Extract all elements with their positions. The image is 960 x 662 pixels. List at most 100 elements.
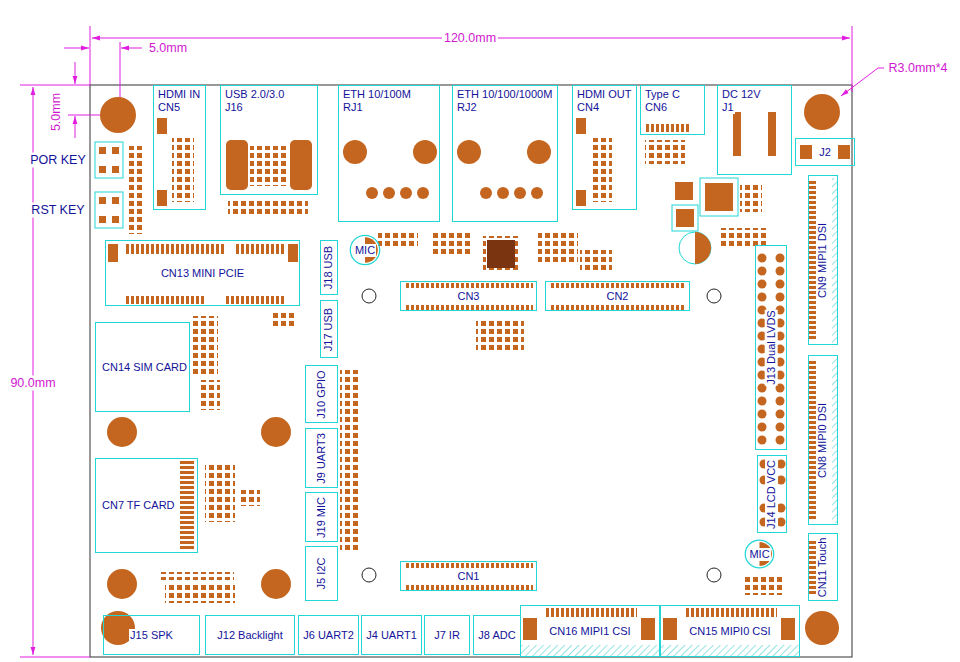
dimension-line [33, 87, 34, 655]
smd-pads [165, 585, 235, 603]
mounting-hole [100, 94, 840, 645]
header-pins [776, 423, 785, 432]
mic-outline [745, 540, 774, 568]
dimension-line [75, 62, 76, 84]
key-switch [95, 142, 123, 228]
smd-pads [240, 490, 260, 506]
key-pad [112, 147, 119, 154]
component-label: J14 LCD VCC [766, 458, 779, 529]
connector-pins [125, 244, 225, 254]
component-label: CN9 MIPI1 DSI [817, 221, 830, 298]
component-label: CN11 Touch [817, 536, 830, 598]
fiducial-hole [362, 289, 721, 582]
connector-outline: J19 MIC [305, 492, 338, 542]
connector-outline: ETH 10/100MRJ1 [338, 85, 440, 222]
smd-pads [430, 232, 470, 256]
power-parts [675, 182, 693, 200]
dimension-line [20, 657, 90, 658]
mounting-hole [107, 569, 137, 599]
header-pins [758, 397, 767, 406]
connector-pins [125, 296, 205, 304]
fiducial-hole [362, 568, 376, 582]
connector-outline: CN9 MIPI1 DSI [808, 175, 838, 345]
smd-pads [205, 462, 235, 522]
smd-pads [580, 250, 612, 270]
connector-outline: USB 2.0/3.0J16 [220, 85, 318, 195]
connector-body [108, 244, 118, 262]
mic-outline [350, 235, 379, 264]
power-parts [672, 205, 698, 231]
connector-outline: CN13 MINI PCIE [105, 240, 300, 306]
mounting-hole [804, 94, 840, 130]
component-label: J13 Dual LVDS [765, 309, 778, 385]
smd-pads [645, 140, 685, 164]
connector-outline: CN2 [545, 281, 690, 311]
connector-body [838, 145, 850, 159]
connector-pins [685, 608, 777, 617]
power-parts [700, 178, 738, 216]
connector-outline: J13 Dual LVDS [755, 245, 787, 450]
component-label: J12 Backlight [216, 629, 283, 642]
connector-outline: HDMI OUTCN4 [572, 85, 637, 210]
component-label: MIC [748, 548, 770, 561]
mounting-hole [107, 417, 137, 447]
smd-pads [200, 380, 220, 410]
header-pins [776, 410, 785, 419]
component-label: CN14 SIM CARD [101, 361, 188, 374]
component-label: Type C [644, 88, 681, 101]
component-label: CN1 [456, 570, 480, 583]
component-label: MIC [354, 244, 376, 257]
component-label: CN6 [644, 101, 668, 114]
connector-pins [550, 283, 686, 288]
connector-outline: J6 UART2 [298, 615, 359, 655]
power-parts [695, 232, 711, 264]
key-pad [99, 147, 106, 154]
header-pins [758, 254, 767, 263]
smd-pads [270, 312, 296, 326]
component-label: J19 MIC [315, 496, 328, 539]
header-pins [758, 436, 767, 445]
connector-body [576, 118, 586, 134]
connector-body [523, 618, 537, 640]
connector-outline: CN8 MIPI0 DSI [808, 355, 838, 525]
component-label: J1 [721, 101, 735, 114]
connector-outline: CN3 [400, 281, 537, 311]
connector-outline: J15 SPK [103, 615, 200, 655]
power-parts [705, 183, 733, 211]
smd-pads [190, 316, 218, 376]
key-label: POR KEY [28, 153, 88, 168]
component-label: J8 ADC [477, 629, 516, 642]
connector-outline: CN11 Touch [808, 533, 838, 601]
connector-outline: Type CCN6 [640, 85, 705, 135]
mic-circle: MIC [744, 539, 775, 569]
connector-pins [225, 296, 285, 304]
connector-pins [180, 460, 194, 550]
power-parts [679, 232, 711, 264]
component-label: CN4 [576, 101, 600, 114]
component-label: J18 USB [323, 245, 336, 290]
smd-pads [228, 200, 308, 216]
dimension-line [20, 85, 90, 86]
component-label: ETH 10/100/1000M [456, 88, 553, 101]
connector-outline: CN14 SIM CARD [95, 322, 190, 412]
connector-outline: ETH 10/100/1000MRJ2 [452, 85, 558, 222]
header-pins [776, 280, 785, 289]
component-label: CN7 TF CARD [101, 499, 176, 512]
mounting-hole [805, 611, 839, 645]
header-pins [776, 293, 785, 302]
header-pins [758, 410, 767, 419]
key-pad [112, 166, 119, 173]
header-pins [776, 267, 785, 276]
connector-pins [550, 305, 686, 310]
smd-pads [128, 146, 144, 234]
key-switch [95, 142, 123, 178]
connector-body [576, 190, 586, 206]
smd-pads [340, 370, 360, 550]
connector-outline: J17 USB [320, 300, 338, 358]
ic-chip [483, 236, 519, 272]
connector-pins [660, 645, 800, 657]
connector-body [527, 140, 551, 164]
smd-pads [476, 320, 524, 352]
connector-body [514, 187, 526, 199]
dimension-line [121, 48, 142, 49]
